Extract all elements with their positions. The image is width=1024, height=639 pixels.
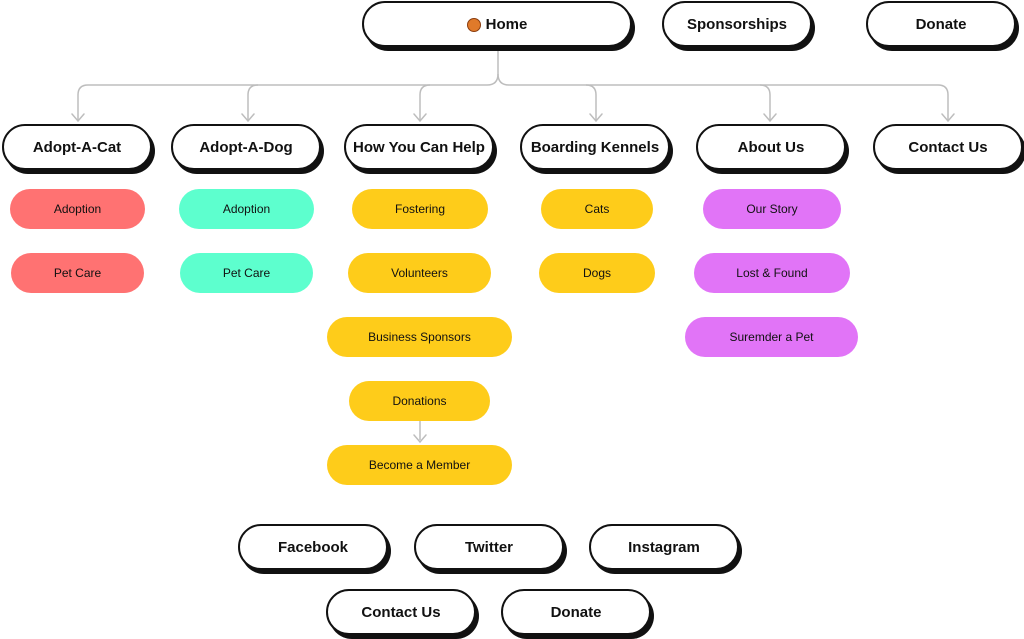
basketball-icon [466, 18, 481, 32]
lost-and-found-item[interactable]: Lost & Found [694, 253, 850, 293]
facebook-button[interactable]: Facebook [238, 524, 388, 570]
adopt-a-dog-button[interactable]: Adopt-A-Dog [171, 124, 321, 170]
about-us-button[interactable]: About Us [696, 124, 846, 170]
twitter-button[interactable]: Twitter [414, 524, 564, 570]
home-label: Home [485, 15, 528, 33]
donate-top-label: Donate [915, 15, 967, 33]
boarding-kennels-label: Boarding Kennels [530, 138, 660, 156]
sponsorships-button[interactable]: Sponsorships [662, 1, 812, 47]
footer-contact-us-label: Contact Us [361, 603, 441, 621]
surrender-a-pet-item[interactable]: Suremder a Pet [685, 317, 858, 357]
home-button[interactable]: Home [362, 1, 632, 47]
contact-us-label: Contact Us [908, 138, 988, 156]
cat-pet-care-item[interactable]: Pet Care [11, 253, 144, 293]
become-a-member-item[interactable]: Become a Member [327, 445, 512, 485]
about-us-label: About Us [737, 138, 805, 156]
instagram-button[interactable]: Instagram [589, 524, 739, 570]
dog-pet-care-item[interactable]: Pet Care [180, 253, 313, 293]
adopt-a-dog-label: Adopt-A-Dog [199, 138, 293, 156]
volunteers-item[interactable]: Volunteers [348, 253, 491, 293]
sponsorships-label: Sponsorships [686, 15, 787, 33]
our-story-item[interactable]: Our Story [703, 189, 841, 229]
business-sponsors-item[interactable]: Business Sponsors [327, 317, 512, 357]
dog-adoption-item[interactable]: Adoption [179, 189, 314, 229]
how-you-can-help-label: How You Can Help [353, 138, 485, 156]
twitter-label: Twitter [464, 538, 514, 556]
donations-item[interactable]: Donations [349, 381, 490, 421]
how-you-can-help-button[interactable]: How You Can Help [344, 124, 494, 170]
contact-us-button[interactable]: Contact Us [873, 124, 1023, 170]
footer-donate-button[interactable]: Donate [501, 589, 651, 635]
instagram-label: Instagram [628, 538, 700, 556]
boarding-kennels-button[interactable]: Boarding Kennels [520, 124, 670, 170]
fostering-item[interactable]: Fostering [352, 189, 488, 229]
footer-contact-us-button[interactable]: Contact Us [326, 589, 476, 635]
adopt-a-cat-button[interactable]: Adopt-A-Cat [2, 124, 152, 170]
boarding-dogs-item[interactable]: Dogs [539, 253, 655, 293]
cat-adoption-item[interactable]: Adoption [10, 189, 145, 229]
boarding-cats-item[interactable]: Cats [541, 189, 653, 229]
adopt-a-cat-label: Adopt-A-Cat [32, 138, 122, 156]
donate-top-button[interactable]: Donate [866, 1, 1016, 47]
facebook-label: Facebook [277, 538, 349, 556]
footer-donate-label: Donate [550, 603, 602, 621]
